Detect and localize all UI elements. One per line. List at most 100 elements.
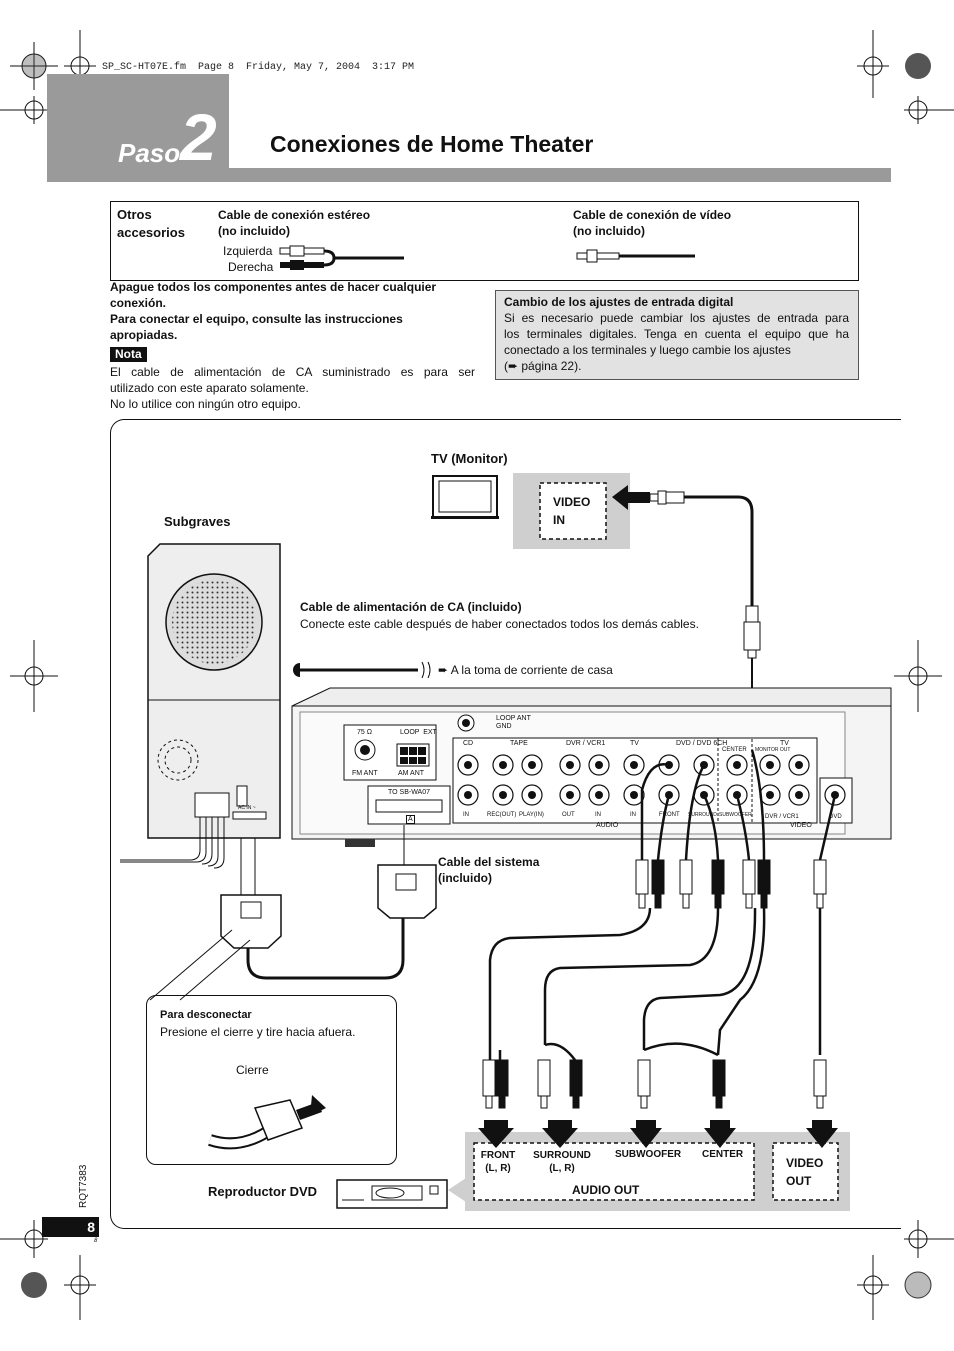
digital-input-line4: (➨ página 22). xyxy=(504,359,582,373)
header-bar xyxy=(229,168,891,182)
note-line2: utilizado con este aparato solamente. xyxy=(110,381,309,395)
rec-out-label: REC(OUT) xyxy=(487,812,517,818)
tape-label: TAPE xyxy=(510,740,528,747)
audio-out-label: AUDIO OUT xyxy=(572,1183,640,1197)
file-header: SP_SC-HT07E.fm Page 8 Friday, May 7, 200… xyxy=(102,62,415,73)
header-band xyxy=(47,74,229,182)
dvd-video-label: DVD xyxy=(829,814,842,820)
step-number: 2 xyxy=(180,100,217,174)
out-surround-line1: SURROUND xyxy=(533,1150,591,1161)
gnd-text: GND xyxy=(496,723,512,730)
accessories-heading-line2: accesorios xyxy=(117,225,185,240)
loop-ant-label: LOOP ANT GND xyxy=(496,715,531,731)
tv-label: TV (Monitor) xyxy=(431,451,508,466)
in-label-1: IN xyxy=(463,812,469,818)
instruction-line2: conexión. xyxy=(110,296,167,310)
video-cable-line2: (no incluido) xyxy=(573,224,645,238)
dvd-6ch-label: DVD / DVD 6CH xyxy=(676,740,728,747)
dvd-player-icon xyxy=(336,1179,448,1209)
latch-label: Cierre xyxy=(236,1063,269,1077)
out-surround-line2: (L, R) xyxy=(549,1163,575,1174)
subwoofer-icon xyxy=(147,543,281,839)
video-in-line1: VIDEO xyxy=(553,495,591,509)
jack-centers xyxy=(464,761,839,799)
out-label: OUT xyxy=(562,812,575,818)
diagram-frame xyxy=(110,419,901,1229)
in-label-2: IN xyxy=(595,812,601,818)
video-cable-line1: Cable de conexión de vídeo xyxy=(573,208,732,222)
jacks xyxy=(457,754,846,806)
note-line3: No lo utilice con ningún otro equipo. xyxy=(110,397,301,411)
digital-input-text: Cambio de los ajustes de entrada digital… xyxy=(504,294,849,374)
dvr-vcr1-label: DVR / VCR1 xyxy=(566,740,606,747)
fm-ant-label: FM ANT xyxy=(352,770,378,777)
system-cable-line2: (incluido) xyxy=(438,871,492,885)
stereo-cable-label: Cable de conexión estéreo (no incluido) xyxy=(218,207,370,239)
ac-cable-title: Cable de alimentación de CA (incluido) xyxy=(300,600,522,614)
out-surround-label: SURROUND (L, R) xyxy=(532,1149,592,1175)
surround-label: SURROUND xyxy=(688,812,717,818)
disconnect-title: Para desconectar xyxy=(160,1009,252,1021)
note-badge: Nota xyxy=(110,347,147,362)
dvd-label: Reproductor DVD xyxy=(208,1184,318,1199)
center-label: CENTER xyxy=(722,747,747,753)
left-label: Izquierda xyxy=(223,244,273,258)
subwoofer-label: Subgraves xyxy=(164,514,231,529)
monitor-out-label: MONITOR OUT xyxy=(755,747,791,753)
system-cable-plugs xyxy=(220,825,437,980)
digital-input-line3: conectado a los terminales y luego cambi… xyxy=(504,343,791,357)
system-cable-line1: Cable del sistema xyxy=(438,855,540,869)
tv-icon xyxy=(431,475,499,519)
note-line1: El cable de alimentación de CA suministr… xyxy=(110,365,475,379)
audio-section-label: AUDIO xyxy=(596,822,619,829)
digital-input-line2: los terminales digitales. Tenga en cuent… xyxy=(504,327,849,341)
accessories-heading-line1: Otros xyxy=(117,207,152,222)
outlet-text: ➨ A la toma de corriente de casa xyxy=(438,663,613,677)
video-in-label: VIDEO IN xyxy=(553,493,590,529)
digital-input-line1: Si es necesario puede cambiar los ajuste… xyxy=(504,311,849,325)
a-mark: A xyxy=(406,815,415,824)
instructions: Apague todos los componentes antes de ha… xyxy=(110,279,480,343)
out-front-line2: (L, R) xyxy=(485,1163,511,1174)
video-out-line2: OUT xyxy=(786,1174,812,1188)
system-cable-label: Cable del sistema (incluido) xyxy=(438,854,539,886)
subwoofer-jack-label: SUBWOOFER xyxy=(719,812,752,818)
out-center-label: CENTER xyxy=(702,1149,744,1160)
right-label: Derecha xyxy=(228,260,274,274)
note-text: El cable de alimentación de CA suministr… xyxy=(110,364,475,412)
ac-cable-desc: Conecte este cable después de haber cone… xyxy=(300,617,699,631)
stereo-cable-icon xyxy=(279,245,404,270)
step-label: Paso xyxy=(118,138,181,168)
page-number: 8 xyxy=(42,1217,99,1237)
instruction-line1: Apague todos los componentes antes de ha… xyxy=(110,280,437,294)
digital-input-box xyxy=(495,290,859,380)
am-ant-label: AM ANT xyxy=(398,770,425,777)
page-title: Conexiones de Home Theater xyxy=(270,131,594,157)
loop-ant-text: LOOP ANT xyxy=(496,715,531,722)
play-in-label: PLAY(IN) xyxy=(519,812,544,818)
digital-input-title: Cambio de los ajustes de entrada digital xyxy=(504,295,734,309)
page-small-mark: 8 xyxy=(94,1238,98,1244)
disconnect-plug-icon xyxy=(208,1095,326,1150)
front-label: FRONT xyxy=(659,812,680,818)
disconnect-desc: Presione el cierre y tire hacia afuera. xyxy=(160,1025,356,1039)
stereo-cable-line1: Cable de conexión estéreo xyxy=(218,208,371,222)
cd-label: CD xyxy=(463,740,474,747)
to-sb-label: TO SB-WA07 xyxy=(388,789,431,796)
video-out-line1: VIDEO xyxy=(786,1156,824,1170)
tv-jack-label: TV xyxy=(630,740,639,747)
in-label-3: IN xyxy=(630,812,636,818)
accessories-heading: Otros accesorios xyxy=(117,206,185,242)
disconnect-box xyxy=(146,995,397,1165)
instruction-line3: Para conectar el equipo, consulte las in… xyxy=(110,312,403,326)
accessories-box xyxy=(110,201,859,281)
upper-plugs xyxy=(635,859,827,909)
video-section-label: VIDEO xyxy=(790,822,812,829)
ohm-label: 75 Ω xyxy=(357,729,372,736)
dvr-vcr1-video-label: DVR / VCR1 xyxy=(765,814,799,820)
video-out-label: VIDEO OUT xyxy=(786,1154,823,1190)
loop-ext-label: LOOP EXT xyxy=(400,729,437,736)
tv-video-label: TV xyxy=(780,740,789,747)
